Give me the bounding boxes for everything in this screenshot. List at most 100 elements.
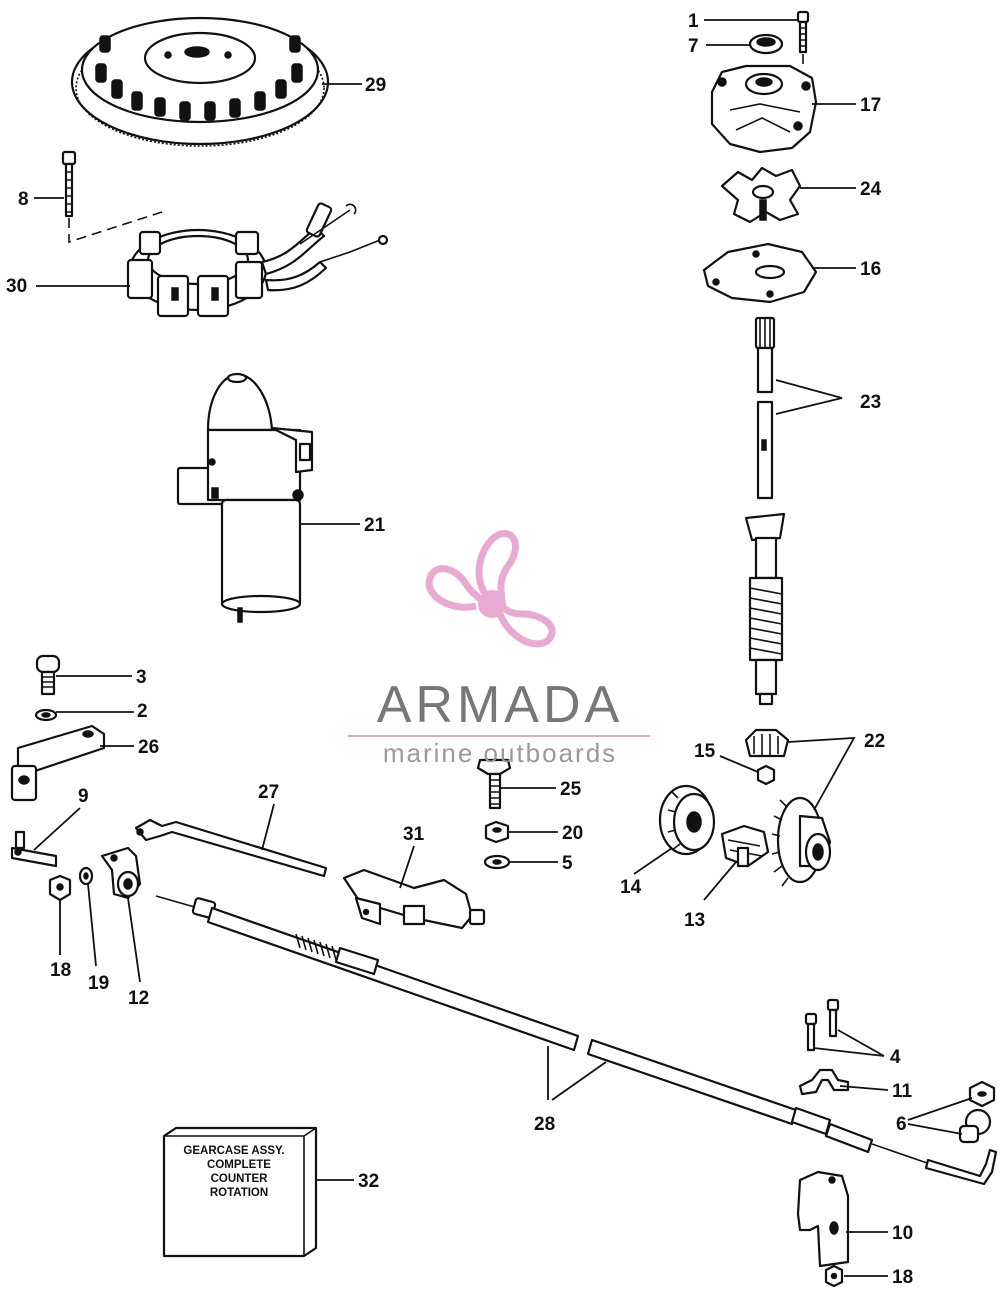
svg-text:25: 25 bbox=[560, 779, 582, 800]
svg-text:21: 21 bbox=[364, 515, 386, 536]
callout-18-top: 18 bbox=[50, 900, 71, 981]
callout-5: 5 bbox=[510, 853, 573, 874]
part-washer-5 bbox=[483, 854, 511, 870]
svg-text:COMPLETE: COMPLETE bbox=[207, 1159, 271, 1171]
brand-tagline: marine outboards bbox=[383, 738, 617, 768]
svg-text:27: 27 bbox=[258, 782, 279, 803]
part-link-9 bbox=[10, 830, 58, 868]
callout-10: 10 bbox=[846, 1223, 913, 1244]
svg-text:14: 14 bbox=[620, 877, 642, 898]
svg-text:23: 23 bbox=[860, 392, 881, 413]
part-gear-22-large bbox=[771, 796, 832, 887]
callout-30: 30 bbox=[6, 276, 130, 297]
part-flywheel bbox=[70, 16, 330, 147]
callout-12: 12 bbox=[127, 897, 149, 1009]
svg-text:15: 15 bbox=[694, 741, 716, 762]
part-screw-25 bbox=[476, 758, 512, 810]
callout-31: 31 bbox=[399, 824, 425, 889]
callout-20: 20 bbox=[508, 823, 583, 844]
callout-6: 6 bbox=[896, 1097, 973, 1135]
callout-25: 25 bbox=[500, 779, 582, 800]
part-impeller-24 bbox=[720, 166, 802, 224]
part-shift-housing-31 bbox=[342, 868, 486, 930]
callout-14: 14 bbox=[620, 847, 673, 898]
callout-28: 28 bbox=[534, 1046, 607, 1135]
callout-29: 29 bbox=[322, 75, 386, 96]
svg-text:4: 4 bbox=[890, 1047, 901, 1068]
callout-9: 9 bbox=[33, 786, 89, 851]
part-clamp-11 bbox=[798, 1068, 850, 1096]
svg-text:ROTATION: ROTATION bbox=[210, 1187, 268, 1199]
part-ball-joint-6 bbox=[958, 1080, 996, 1144]
part-seal-7 bbox=[748, 33, 784, 55]
part-shift-cable-28 bbox=[155, 895, 998, 1186]
svg-text:24: 24 bbox=[860, 179, 882, 200]
propeller-icon bbox=[425, 530, 556, 648]
svg-text:12: 12 bbox=[128, 988, 149, 1009]
callout-8: 8 bbox=[18, 189, 64, 210]
svg-text:18: 18 bbox=[892, 1267, 913, 1288]
svg-text:6: 6 bbox=[896, 1114, 907, 1135]
part-nut-18-bottom bbox=[824, 1264, 844, 1288]
callout-11: 11 bbox=[839, 1081, 913, 1102]
part-nut-20 bbox=[484, 820, 510, 844]
svg-text:31: 31 bbox=[403, 824, 425, 845]
part-gear-14 bbox=[658, 784, 716, 856]
callout-18-bottom: 18 bbox=[844, 1267, 913, 1288]
part-bolt-3 bbox=[35, 654, 61, 696]
svg-text:9: 9 bbox=[78, 786, 89, 807]
callout-16: 16 bbox=[812, 259, 881, 280]
svg-text:19: 19 bbox=[88, 973, 109, 994]
svg-text:3: 3 bbox=[136, 667, 147, 688]
part-pinion-22 bbox=[744, 728, 790, 758]
part-screw-8 bbox=[61, 150, 163, 244]
svg-text:GEARCASE ASSY.: GEARCASE ASSY. bbox=[183, 1145, 284, 1157]
svg-text:22: 22 bbox=[864, 731, 885, 752]
svg-text:29: 29 bbox=[365, 75, 386, 96]
part-bracket-10 bbox=[796, 1170, 850, 1268]
callout-13: 13 bbox=[684, 861, 737, 931]
svg-text:30: 30 bbox=[6, 276, 27, 297]
part-bracket-12 bbox=[100, 846, 142, 900]
svg-text:11: 11 bbox=[892, 1081, 913, 1102]
svg-text:26: 26 bbox=[138, 737, 159, 758]
watermark-logo: ARMADA marine outboards bbox=[348, 530, 650, 768]
part-stator bbox=[126, 202, 389, 318]
svg-text:COUNTER: COUNTER bbox=[211, 1173, 269, 1185]
callout-22: 22 bbox=[787, 731, 885, 811]
svg-text:13: 13 bbox=[684, 910, 705, 931]
svg-text:18: 18 bbox=[50, 960, 71, 981]
part-starter-motor bbox=[176, 372, 314, 623]
callout-1: 1 bbox=[688, 11, 798, 32]
callout-27: 27 bbox=[258, 782, 279, 851]
callout-3: 3 bbox=[56, 667, 147, 688]
svg-text:10: 10 bbox=[892, 1223, 913, 1244]
callout-21: 21 bbox=[300, 515, 386, 536]
callout-7: 7 bbox=[688, 36, 750, 57]
svg-text:5: 5 bbox=[562, 853, 573, 874]
part-screws-4 bbox=[804, 998, 840, 1052]
part-screw-1 bbox=[796, 10, 810, 70]
svg-text:32: 32 bbox=[358, 1171, 379, 1192]
part-pump-housing-17 bbox=[710, 64, 818, 154]
part-driveshaft-23 bbox=[744, 316, 786, 706]
part-plate-16 bbox=[702, 242, 818, 304]
part-nut-15 bbox=[756, 764, 776, 786]
svg-text:1: 1 bbox=[688, 11, 699, 32]
gearcase-assembly-box: GEARCASE ASSY. COMPLETE COUNTER ROTATION bbox=[162, 1126, 318, 1258]
svg-text:8: 8 bbox=[18, 189, 29, 210]
part-nut-18 bbox=[48, 874, 72, 902]
callout-17: 17 bbox=[812, 95, 881, 116]
callout-19: 19 bbox=[87, 883, 109, 994]
svg-text:16: 16 bbox=[860, 259, 881, 280]
callout-24: 24 bbox=[800, 179, 882, 200]
svg-text:17: 17 bbox=[860, 95, 881, 116]
brand-name: ARMADA bbox=[377, 676, 623, 734]
svg-text:20: 20 bbox=[562, 823, 583, 844]
part-shift-rod-27 bbox=[134, 818, 328, 878]
callout-4: 4 bbox=[813, 1029, 901, 1068]
part-washer-19 bbox=[78, 866, 94, 886]
svg-text:2: 2 bbox=[137, 701, 148, 722]
svg-text:28: 28 bbox=[534, 1114, 555, 1135]
